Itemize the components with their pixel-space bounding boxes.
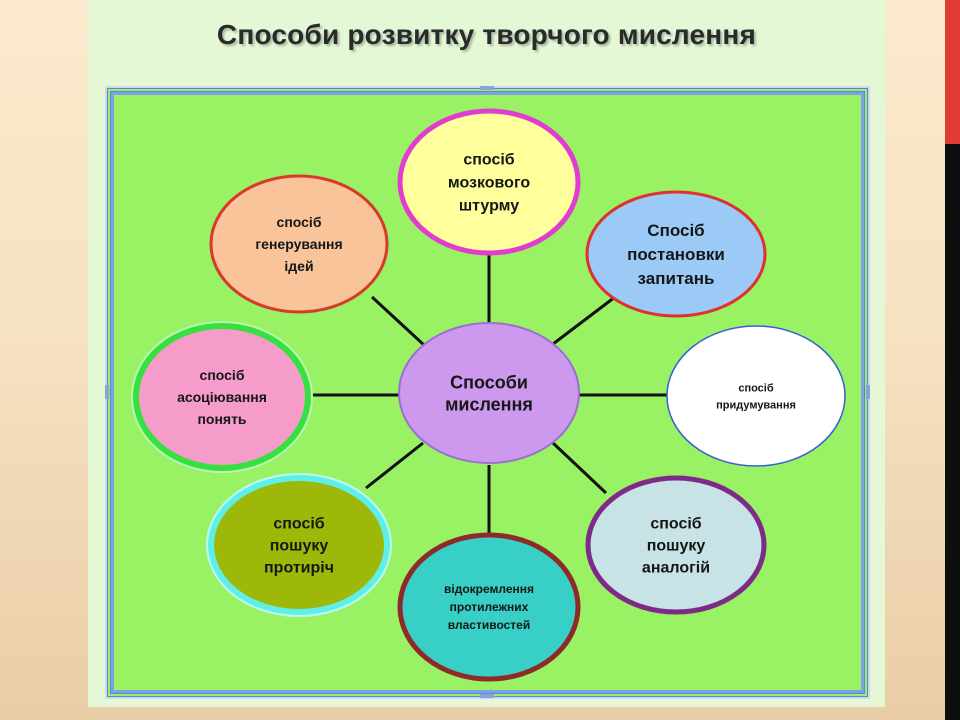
node-ideas-ellipse (209, 174, 389, 314)
connector-questions (552, 295, 616, 346)
node-associations-ellipse (133, 323, 311, 471)
node-questions-label-line: Спосіб (647, 221, 704, 240)
node-separation-label-line: відокремлення (444, 582, 534, 596)
node-center-label-line: мислення (445, 394, 533, 414)
node-contradictions-label-line: спосіб (273, 516, 324, 533)
accent-strip-black (945, 144, 960, 720)
node-center-label-line: Способи (450, 372, 528, 392)
node-contradictions-label-line: протиріч (264, 560, 334, 577)
node-contradictions[interactable]: спосіб пошуку протиріч (206, 473, 392, 617)
node-separation[interactable]: відокремлення протилежних властивостей (397, 532, 581, 682)
node-associations-label-line: асоціювання (177, 389, 267, 405)
node-inventing[interactable]: спосіб придумування (666, 325, 846, 467)
node-separation-label-line: протилежних (450, 600, 529, 614)
node-contradictions-ellipse (208, 475, 390, 615)
node-questions-ellipse (585, 190, 767, 318)
node-associations-label-line: понять (197, 411, 246, 427)
frame-handle-bottom[interactable] (480, 694, 494, 698)
node-inventing-label-line: придумування (716, 399, 796, 411)
accent-strip-red (945, 0, 960, 144)
node-analogies-label-line: аналогій (642, 560, 710, 577)
connector-analogies (551, 441, 608, 495)
node-questions-label-line: постановки (627, 245, 725, 264)
node-analogies-label-line: спосіб (650, 516, 701, 533)
connector-contradictions (365, 441, 424, 490)
node-associations-label-line: спосіб (200, 367, 245, 383)
node-associations[interactable]: спосіб асоціювання понять (131, 321, 313, 473)
node-ideas-label-line: спосіб (277, 214, 322, 230)
node-brainstorm-label-line: штурму (459, 198, 519, 215)
node-brainstorm-label-line: мозкового (448, 175, 531, 192)
node-ideas[interactable]: спосіб генерування ідей (209, 174, 389, 314)
node-analogies-ellipse (585, 475, 767, 615)
connector-lines (311, 253, 667, 536)
frame-handle-top[interactable] (480, 86, 494, 90)
node-analogies-label-line: пошуку (647, 538, 706, 555)
node-questions-label-line: запитань (638, 269, 715, 288)
node-inventing-label-line: спосіб (738, 382, 774, 394)
node-ideas-label-line: ідей (284, 258, 313, 274)
frame-handle-right[interactable] (866, 385, 870, 399)
node-separation-ellipse (397, 532, 581, 682)
connector-ideas (370, 295, 426, 347)
node-ideas-label-line: генерування (255, 236, 342, 252)
slide-title: Способи розвитку творчого мислення (216, 19, 757, 50)
node-brainstorm-ellipse (397, 108, 581, 256)
node-center-ellipse (398, 322, 580, 464)
node-contradictions-label-line: пошуку (270, 538, 329, 555)
node-analogies[interactable]: спосіб пошуку аналогій (585, 475, 767, 615)
node-inventing-ellipse (666, 325, 846, 467)
node-brainstorm-label-line: спосіб (463, 152, 514, 169)
node-brainstorm[interactable]: спосіб мозкового штурму (397, 108, 581, 256)
node-separation-label-line: властивостей (448, 618, 530, 632)
frame-handle-left[interactable] (105, 385, 109, 399)
node-questions[interactable]: Спосіб постановки запитань (585, 190, 767, 318)
